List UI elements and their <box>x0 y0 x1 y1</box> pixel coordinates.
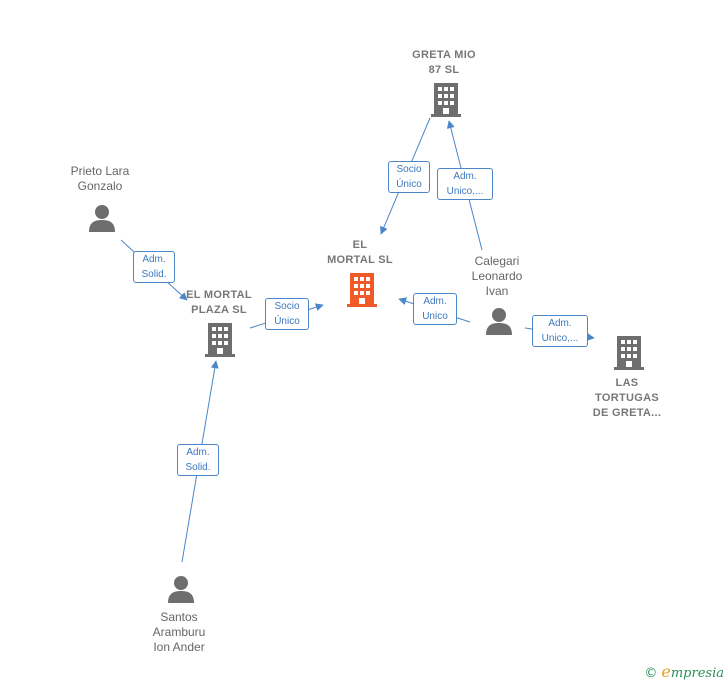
edge-label-plaza-to-mortal[interactable]: Socio Único <box>265 298 309 330</box>
edge-label-greta-to-mortal[interactable]: Socio Único <box>388 161 430 193</box>
node-label-el-mortal-plaza[interactable]: EL MORTAL PLAZA SL <box>186 289 252 316</box>
node-label-calegari[interactable]: Calegari Leonardo Ivan <box>471 254 523 298</box>
edge-label-prieto-to-plaza[interactable]: Adm. Solid. <box>133 251 175 283</box>
edge-label-calegari-to-tortugas[interactable]: Adm. Unico,... <box>532 315 588 347</box>
brand-initial: e <box>661 662 671 681</box>
node-label-el-mortal[interactable]: EL MORTAL SL <box>327 239 393 266</box>
node-label-prieto[interactable]: Prieto Lara Gonzalo <box>70 164 130 193</box>
person-icon[interactable] <box>86 202 118 234</box>
empresia-brand: ©empresia <box>644 662 724 681</box>
building-icon[interactable] <box>204 322 236 358</box>
building-icon[interactable] <box>613 335 645 371</box>
edge-label-santos-to-plaza[interactable]: Adm. Solid. <box>177 444 219 476</box>
building-icon[interactable] <box>430 82 462 118</box>
node-label-greta-mio[interactable]: GRETA MIO 87 SL <box>412 49 476 76</box>
copyright-symbol: © <box>644 666 658 681</box>
edge-label-calegari-to-mortal[interactable]: Adm. Unico <box>413 293 457 325</box>
brand-name: mpresia <box>670 666 724 681</box>
node-label-santos[interactable]: Santos Aramburu Ion Ander <box>152 610 206 654</box>
edge-label-calegari-to-greta[interactable]: Adm. Unico,... <box>437 168 493 200</box>
node-label-las-tortugas[interactable]: LAS TORTUGAS DE GRETA... <box>592 377 662 419</box>
person-icon[interactable] <box>165 573 197 605</box>
building-icon-main[interactable] <box>346 272 378 308</box>
person-icon[interactable] <box>483 305 515 337</box>
